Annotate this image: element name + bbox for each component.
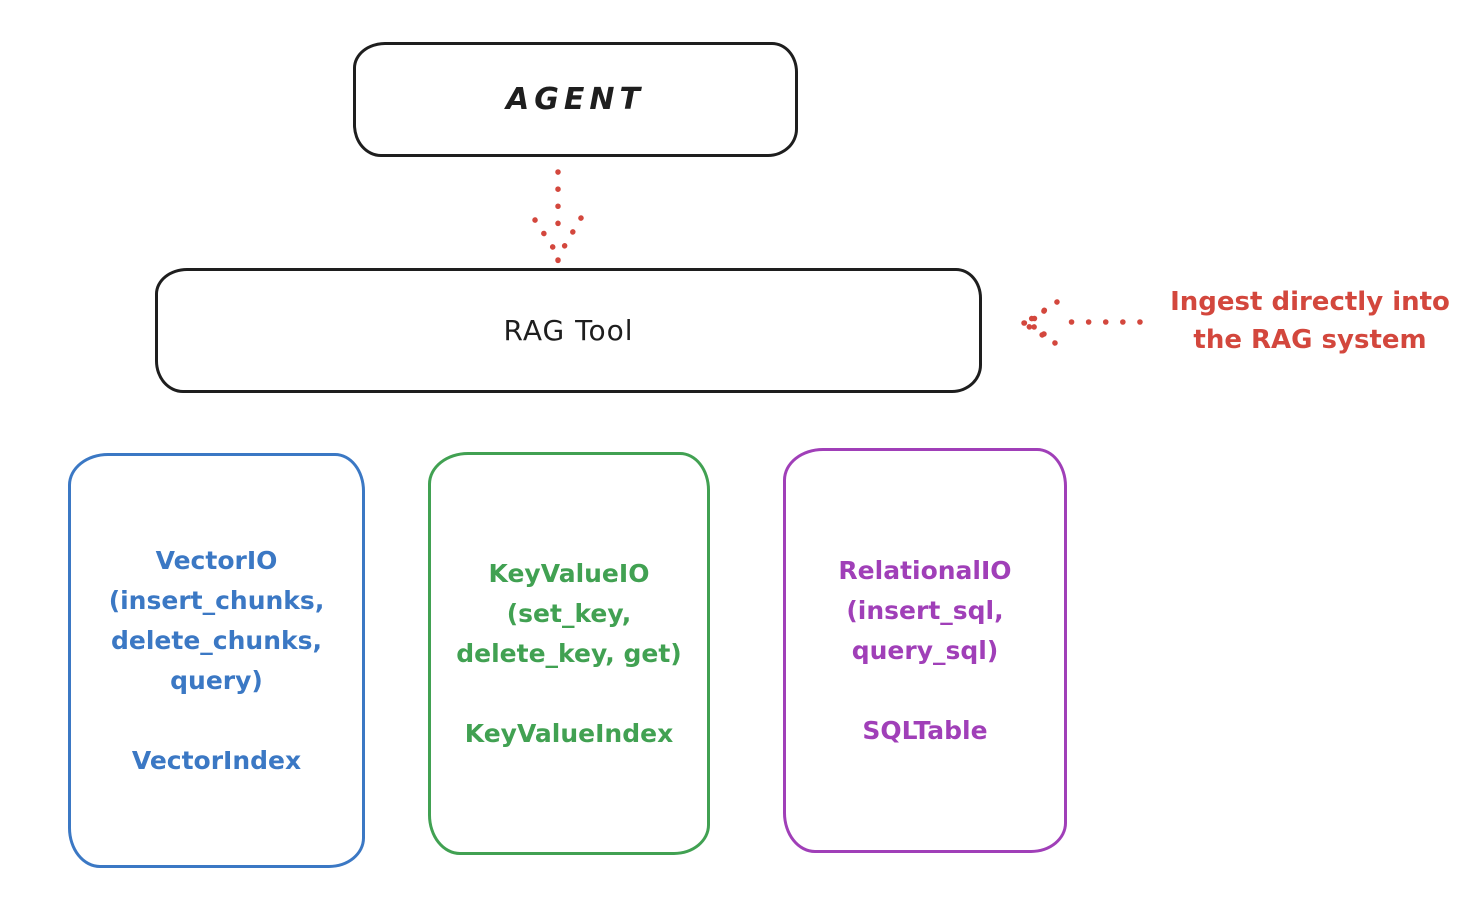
spacer — [838, 671, 1011, 711]
vector-io-footer: VectorIndex — [131, 745, 302, 775]
keyvalue-io-text: KeyValueIO (set_key, delete_key, get) Ke… — [456, 554, 681, 754]
rag-tool-label: RAG Tool — [503, 314, 634, 347]
ingest-annotation: Ingest directly into the RAG system — [1138, 283, 1482, 359]
agent-node: AGENT — [353, 42, 798, 157]
vector-io-node: VectorIO (insert_chunks, delete_chunks, … — [68, 453, 365, 868]
vector-io-line: VectorIO — [155, 545, 278, 575]
agent-to-rag-arrow-icon — [532, 169, 584, 264]
keyvalue-io-node: KeyValueIO (set_key, delete_key, get) Ke… — [428, 452, 710, 855]
annotation-to-rag-arrow-icon — [1021, 299, 1143, 346]
rag-tool-node: RAG Tool — [155, 268, 982, 393]
relational-io-text: RelationalIO (insert_sql, query_sql) SQL… — [838, 551, 1011, 751]
relational-io-line: RelationalIO — [838, 555, 1012, 585]
spacer — [109, 701, 325, 741]
relational-io-footer: SQLTable — [862, 715, 988, 745]
vector-io-line: query) — [170, 665, 263, 695]
keyvalue-io-line: delete_key, get) — [456, 638, 682, 668]
ingest-annotation-line1: Ingest directly into — [1170, 287, 1450, 317]
keyvalue-io-line: (set_key, — [506, 598, 632, 628]
vector-io-line: (insert_chunks, — [108, 585, 325, 615]
vector-io-text: VectorIO (insert_chunks, delete_chunks, … — [109, 541, 325, 781]
keyvalue-io-line: KeyValueIO — [488, 558, 650, 588]
relational-io-line: query_sql) — [851, 635, 999, 665]
spacer — [456, 674, 681, 714]
keyvalue-io-footer: KeyValueIndex — [464, 718, 674, 748]
relational-io-node: RelationalIO (insert_sql, query_sql) SQL… — [783, 448, 1067, 853]
ingest-annotation-line2: the RAG system — [1193, 325, 1427, 355]
vector-io-line: delete_chunks, — [111, 625, 322, 655]
agent-label: AGENT — [506, 82, 645, 117]
relational-io-line: (insert_sql, — [846, 595, 1004, 625]
